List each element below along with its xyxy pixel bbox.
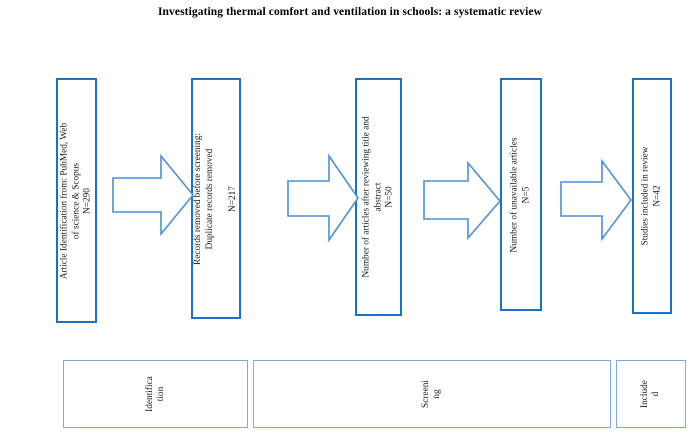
arrow-shape	[423, 160, 502, 241]
stage-label-identification: Article Identification from: PubMed, Web…	[59, 122, 93, 279]
stage-label-included: Studies included in review N=42	[640, 146, 662, 246]
phase-box-screening: Screeni ng	[253, 360, 611, 428]
flow-arrow-1	[112, 152, 195, 238]
phase-box-identification: Identifica tion	[63, 360, 248, 428]
arrow-shape	[112, 153, 195, 237]
stage-label-unavailable: Number of unavailable articles N=5	[509, 137, 531, 252]
flow-arrow-3	[423, 160, 502, 241]
arrow-shape	[560, 158, 632, 242]
stage-box-after-title-abstract: Number of articles after reviewing title…	[355, 78, 402, 316]
stage-box-records-removed: Records removed before screening: Duplic…	[191, 78, 241, 319]
phase-label-screening: Screeni ng	[420, 380, 442, 408]
flow-arrow-4	[560, 158, 633, 242]
stage-box-included: Studies included in review N=42	[632, 78, 672, 314]
phase-label-identification: Identifica tion	[144, 376, 166, 412]
stage-box-identification: Article Identification from: PubMed, Web…	[56, 78, 97, 323]
stage-box-unavailable: Number of unavailable articles N=5	[500, 78, 542, 311]
figure-title: Investigating thermal comfort and ventil…	[157, 6, 543, 18]
phase-label-included: Include d	[639, 380, 661, 408]
stage-label-records-removed: Records removed before screening: Duplic…	[192, 132, 238, 265]
arrow-shape	[287, 153, 359, 243]
phase-box-included: Include d	[616, 360, 686, 428]
flow-arrow-2	[287, 152, 360, 244]
stage-label-after-title-abstract: Number of articles after reviewing title…	[361, 116, 395, 278]
